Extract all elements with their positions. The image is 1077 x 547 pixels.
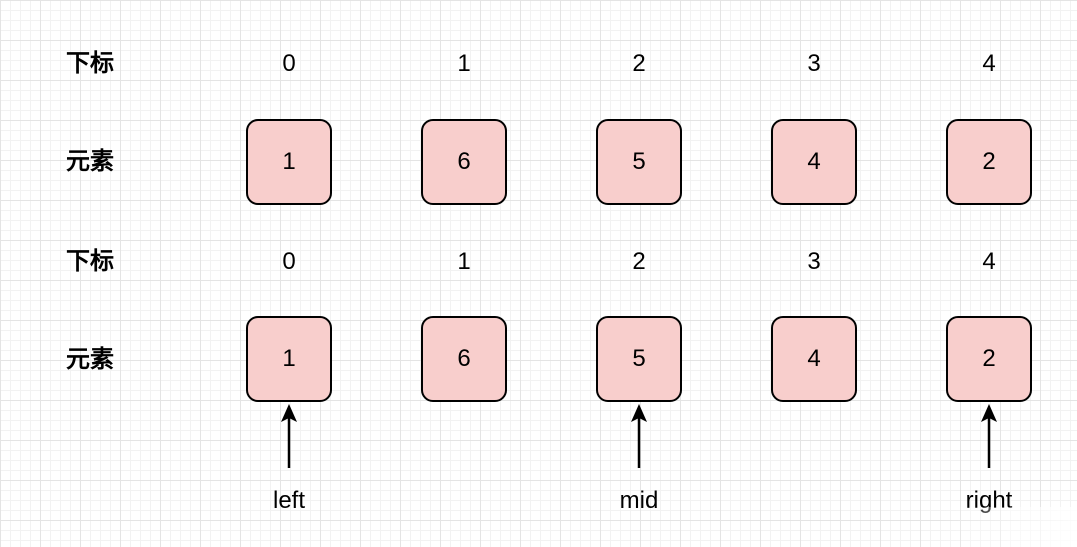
- array-index: 3: [807, 50, 821, 77]
- array-cell: 4: [771, 316, 857, 402]
- array-cell: 2: [946, 119, 1032, 205]
- array-index: 0: [282, 50, 296, 77]
- index-row-label: 下标: [66, 248, 114, 275]
- array-cell: 5: [596, 316, 682, 402]
- left-arrowhead: [281, 404, 297, 422]
- array-cell: 2: [946, 316, 1032, 402]
- array-cell: 1: [246, 316, 332, 402]
- array-index: 1: [457, 50, 471, 77]
- array-index: 2: [632, 248, 646, 275]
- array-index: 3: [807, 248, 821, 275]
- array-cell: 6: [421, 119, 507, 205]
- array-index: 4: [982, 50, 996, 77]
- left-pointer-label: left: [272, 487, 305, 514]
- watermark-fade: [937, 507, 1077, 547]
- array-cell: 6: [421, 316, 507, 402]
- array-cell: 1: [246, 119, 332, 205]
- mid-pointer-label: mid: [619, 487, 659, 514]
- mid-arrowhead: [631, 404, 647, 422]
- array-index: 0: [282, 248, 296, 275]
- element-row-label: 元素: [66, 346, 114, 373]
- array-index: 2: [632, 50, 646, 77]
- array-cell: 4: [771, 119, 857, 205]
- array-index: 1: [457, 248, 471, 275]
- index-row-label: 下标: [66, 50, 114, 77]
- array-index: 4: [982, 248, 996, 275]
- array-cell: 5: [596, 119, 682, 205]
- right-arrowhead: [981, 404, 997, 422]
- element-row-label: 元素: [66, 148, 114, 175]
